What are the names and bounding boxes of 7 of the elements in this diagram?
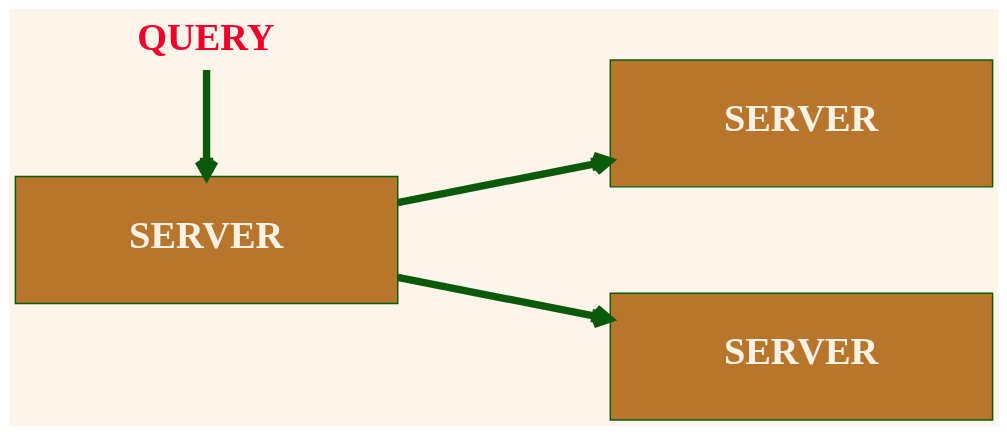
arrow xyxy=(396,273,614,329)
node-box: SERVER xyxy=(609,292,993,421)
node-box: SERVER xyxy=(14,175,398,305)
node-text: QUERY xyxy=(136,16,274,59)
arrow xyxy=(194,69,219,181)
arrow xyxy=(396,151,614,207)
node-box: SERVER xyxy=(609,59,993,188)
